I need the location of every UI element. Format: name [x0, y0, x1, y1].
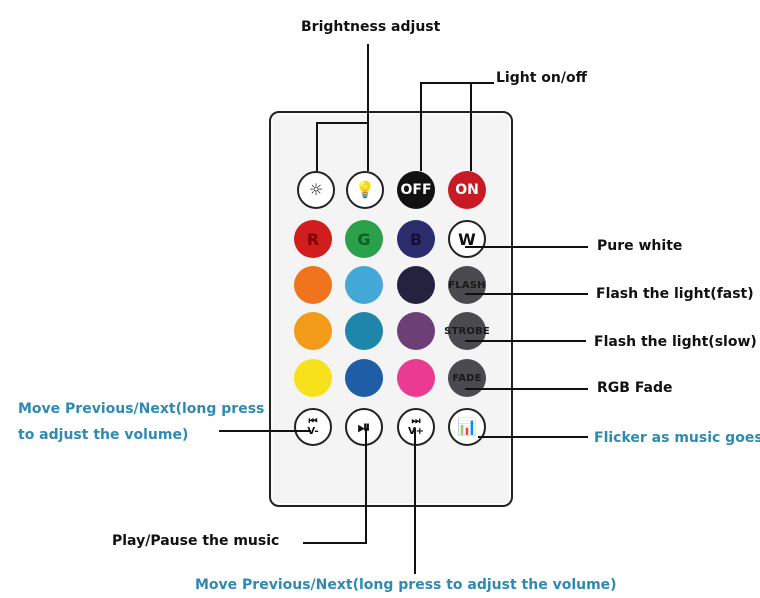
button-red[interactable]: R [294, 220, 332, 258]
button-color-pink[interactable] [397, 359, 435, 397]
connector-pure-white [465, 246, 588, 248]
connector-light-horizontal-top [420, 82, 494, 84]
button-next[interactable]: ⏭ V+ [397, 408, 435, 446]
play-pause-icon: ⏯ [357, 417, 371, 436]
button-color-amber[interactable] [294, 312, 332, 350]
connector-light-left-down [420, 82, 422, 171]
button-brightness-up[interactable]: 💡 [346, 171, 384, 209]
connector-play-pause-horizontal [303, 542, 367, 544]
button-color-blue[interactable] [345, 359, 383, 397]
button-music[interactable]: 📊 [448, 408, 486, 446]
button-strobe-label: STROBE [444, 325, 490, 337]
button-green[interactable]: G [345, 220, 383, 258]
music-bars-icon: 📊 [457, 417, 477, 436]
connector-brightness-vertical-main [367, 44, 369, 122]
next-icon: ⏭ [411, 416, 421, 427]
button-off[interactable]: OFF [397, 171, 435, 209]
callout-prev-next-bottom: Move Previous/Next(long press to adjust … [195, 577, 617, 593]
button-blue-label: B [409, 229, 423, 249]
button-red-label: R [306, 229, 320, 249]
remote-control-body [269, 111, 513, 507]
button-white-label: W [458, 229, 476, 249]
button-previous-label: V- [307, 426, 319, 437]
button-color-teal-blue[interactable] [345, 312, 383, 350]
button-play-pause[interactable]: ⏯ [345, 408, 383, 446]
button-green-label: G [357, 229, 371, 249]
callout-play-pause: Play/Pause the music [112, 533, 280, 549]
button-off-label: OFF [400, 182, 432, 198]
callout-prev-next-left-line1: Move Previous/Next(long press [18, 401, 265, 417]
connector-rgb-fade [465, 388, 588, 390]
callout-pure-white: Pure white [597, 238, 683, 254]
connector-prev-next-left [219, 430, 311, 432]
button-next-label: V+ [407, 426, 425, 437]
callout-prev-next-left-line2: to adjust the volume) [18, 427, 189, 443]
button-white[interactable]: W [448, 220, 486, 258]
callout-flicker-music: Flicker as music goes [594, 430, 760, 446]
connector-play-pause-vertical [365, 428, 367, 544]
button-color-yellow[interactable] [294, 359, 332, 397]
button-color-purple[interactable] [397, 312, 435, 350]
button-on[interactable]: ON [448, 171, 486, 209]
brightness-high-icon: 💡 [355, 180, 375, 199]
connector-brightness-horizontal [316, 122, 369, 124]
callout-rgb-fade: RGB Fade [597, 380, 673, 396]
button-color-dark-navy[interactable] [397, 266, 435, 304]
connector-light-right-down [470, 82, 472, 171]
button-color-light-blue[interactable] [345, 266, 383, 304]
connector-brightness-left-down [316, 122, 318, 171]
button-blue[interactable]: B [397, 220, 435, 258]
button-strobe[interactable]: STROBE [444, 312, 490, 350]
button-flash-label: FLASH [448, 279, 486, 291]
connector-flash-fast [465, 293, 588, 295]
connector-flash-slow [465, 340, 586, 342]
button-fade-label: FADE [452, 372, 482, 384]
connector-prev-next-bottom-vertical [414, 428, 416, 574]
button-color-orange[interactable] [294, 266, 332, 304]
button-on-label: ON [455, 182, 479, 198]
callout-light-on-off: Light on/off [496, 70, 587, 86]
previous-icon: ⏮ [308, 416, 318, 427]
button-brightness-down[interactable]: ☼ [297, 171, 335, 209]
brightness-low-icon: ☼ [308, 180, 324, 199]
callout-brightness-adjust: Brightness adjust [301, 19, 441, 35]
button-flash[interactable]: FLASH [448, 266, 486, 304]
connector-flicker-music [478, 436, 588, 438]
connector-brightness-right-down [367, 122, 369, 171]
callout-flash-slow: Flash the light(slow) [594, 334, 757, 350]
button-previous[interactable]: ⏮ V- [294, 408, 332, 446]
callout-flash-fast: Flash the light(fast) [596, 286, 754, 302]
button-fade[interactable]: FADE [448, 359, 486, 397]
